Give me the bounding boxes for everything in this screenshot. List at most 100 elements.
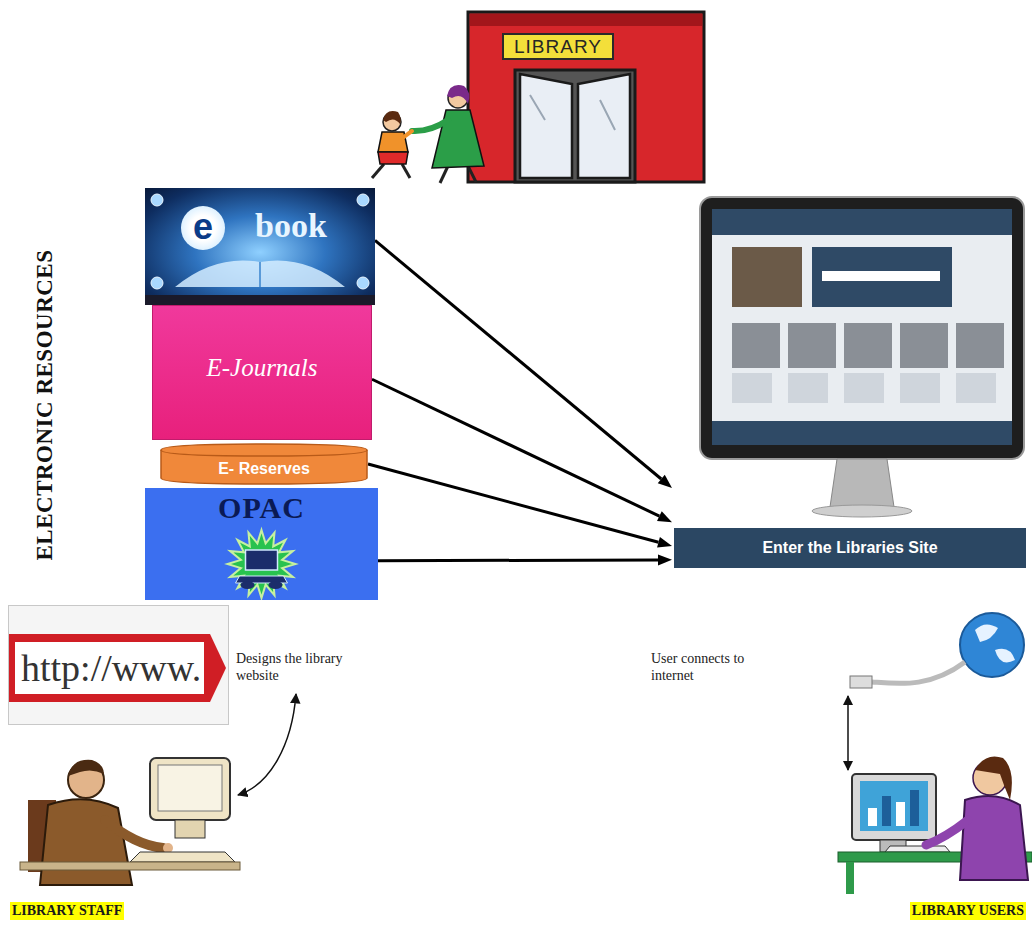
role-tag: LIBRARY STAFF — [10, 902, 124, 920]
site-tile — [844, 323, 892, 368]
vertical-heading: ELECTRONIC RESOURCES — [32, 250, 58, 561]
desk-leg — [846, 862, 854, 894]
starburst — [228, 530, 296, 598]
arrow-line — [368, 464, 658, 542]
staff-note: Designs the library website — [236, 650, 371, 684]
dress — [432, 110, 484, 168]
opac-panel: OPAC — [145, 488, 378, 600]
door-glint — [530, 95, 615, 130]
chart-bar — [910, 790, 919, 826]
cable — [872, 662, 965, 683]
arrow-connector — [368, 464, 672, 548]
role-tag: LIBRARY USERS — [910, 902, 1026, 920]
screen — [158, 765, 222, 811]
computer-icon — [246, 550, 278, 570]
arrow-connector — [378, 554, 672, 565]
arrow-connector — [372, 379, 672, 522]
site-tile — [900, 323, 948, 368]
globe — [960, 613, 1024, 677]
site-photo — [732, 247, 802, 307]
leg — [372, 164, 384, 178]
desk — [20, 862, 240, 870]
usb-plug — [850, 676, 872, 688]
site-tile-text — [788, 373, 828, 403]
corner-ornament — [357, 194, 369, 206]
user-note: User connects to internet — [651, 650, 747, 684]
hair — [447, 85, 469, 104]
chart-bar — [882, 796, 891, 826]
panel-title: OPAC — [218, 492, 305, 524]
site-tile-text — [900, 373, 940, 403]
leg — [468, 166, 476, 182]
website-monitor: Enter the Libraries Site — [672, 195, 1028, 592]
arrow-head — [658, 554, 672, 565]
leader-line — [238, 694, 296, 795]
monitor-base — [175, 820, 205, 838]
hair — [383, 111, 401, 124]
hair — [975, 757, 1012, 801]
open-book — [175, 260, 345, 287]
leg — [440, 166, 448, 183]
enter-button: Enter the Libraries Site — [674, 528, 1026, 568]
url-banner: http://www. — [8, 605, 229, 725]
arm — [404, 131, 412, 137]
arm — [105, 820, 163, 848]
suit — [40, 799, 132, 885]
cylinder-rim — [161, 450, 367, 456]
ebook-word: book — [255, 207, 327, 245]
staff-figure — [20, 758, 240, 885]
chart-bar — [896, 802, 905, 826]
shorts — [378, 152, 408, 164]
leader-line — [847, 696, 849, 770]
ebook-cover: ebook — [145, 188, 375, 295]
hand-icon — [241, 581, 255, 589]
url-text: http://www. — [21, 648, 201, 688]
hair — [68, 760, 104, 776]
site-tile-text — [844, 373, 884, 403]
corner-ornament — [151, 194, 163, 206]
cover-title: E-Journals — [206, 353, 317, 383]
reserves-cylinder: E- Reserves — [160, 443, 368, 485]
arrow-line — [378, 558, 658, 562]
site-tile-text — [956, 373, 996, 403]
book-spine — [259, 262, 261, 287]
chart-bar — [868, 808, 877, 826]
screen — [712, 209, 1012, 445]
cover-band — [145, 295, 375, 305]
corner-ornament — [357, 277, 369, 289]
building-wall — [468, 12, 704, 182]
arm — [926, 820, 968, 845]
cylinder-body — [161, 444, 367, 484]
monitor — [150, 758, 230, 820]
site-search — [812, 247, 952, 307]
continent — [975, 624, 998, 642]
site-tile — [788, 323, 836, 368]
site-tile-text — [732, 373, 772, 403]
door-frame — [515, 70, 635, 182]
monitor — [852, 774, 936, 840]
arrow-head — [657, 511, 672, 522]
arrow-head — [657, 537, 672, 548]
library-sign: LIBRARY — [502, 33, 614, 60]
arrow-line — [375, 240, 661, 479]
door-leaf — [520, 74, 572, 178]
screen — [860, 781, 928, 831]
hand-icon — [269, 581, 283, 589]
keyboard — [130, 852, 235, 862]
cylinder-label: E- Reserves — [218, 459, 310, 478]
shirt — [960, 796, 1028, 880]
site-tile — [956, 323, 1004, 368]
site-footer — [712, 421, 1012, 445]
library-building — [468, 12, 704, 182]
continent — [995, 649, 1015, 663]
corner-ornament — [151, 277, 163, 289]
site-tile — [732, 323, 780, 368]
sign-text: LIBRARY — [514, 36, 602, 58]
ejournals-cover: E-Journals — [152, 305, 372, 440]
ebook-letter: e — [181, 206, 225, 250]
url-arrow — [9, 634, 226, 702]
monitor-bezel — [700, 197, 1024, 459]
url-field — [15, 642, 204, 694]
leg — [402, 164, 410, 178]
